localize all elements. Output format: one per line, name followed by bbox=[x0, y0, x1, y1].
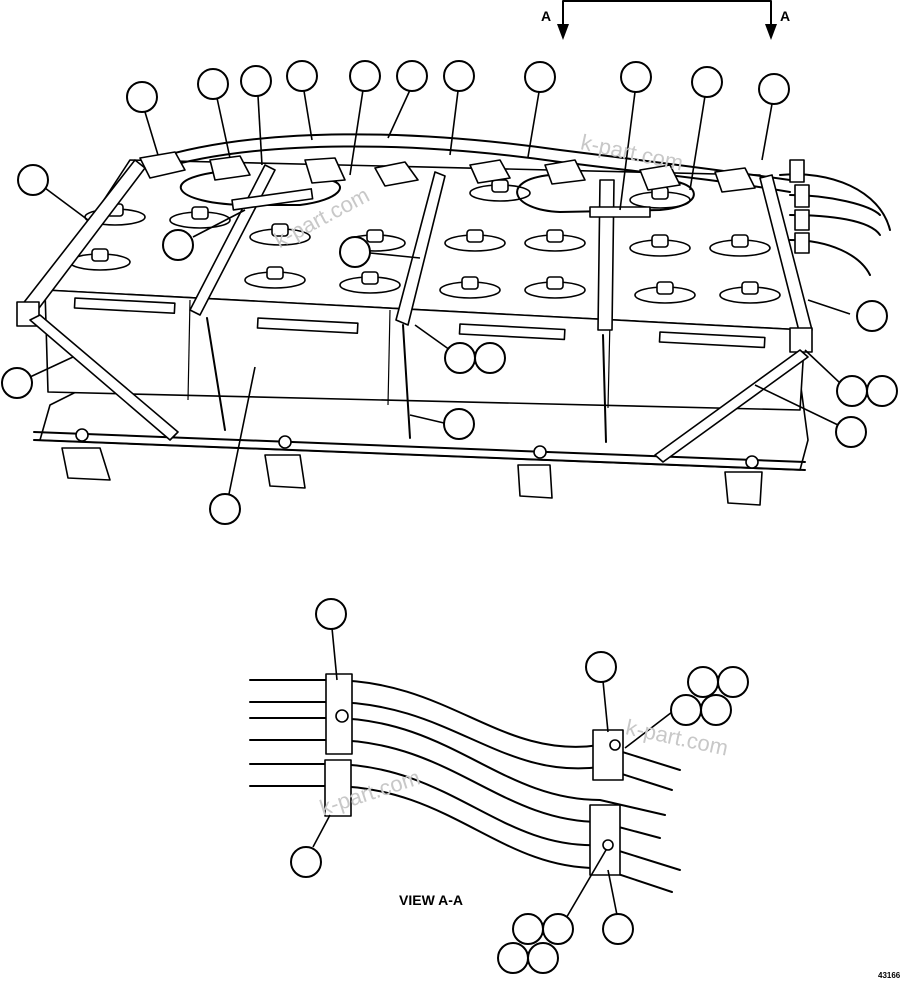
battery-tray-assembly bbox=[16, 133, 891, 506]
view-a-a-detail bbox=[249, 598, 749, 974]
section-label-right: A bbox=[780, 8, 791, 24]
arrow-down-icon bbox=[557, 24, 569, 40]
section-label-left: A bbox=[541, 8, 552, 24]
arrow-down-icon bbox=[765, 24, 777, 40]
terminal-caps bbox=[69, 179, 781, 304]
section-marker bbox=[557, 0, 777, 40]
mounting-feet bbox=[61, 428, 763, 506]
callouts-main bbox=[1, 60, 898, 525]
view-title: VIEW A-A bbox=[399, 892, 464, 908]
figure-number: 43166 bbox=[878, 971, 901, 980]
